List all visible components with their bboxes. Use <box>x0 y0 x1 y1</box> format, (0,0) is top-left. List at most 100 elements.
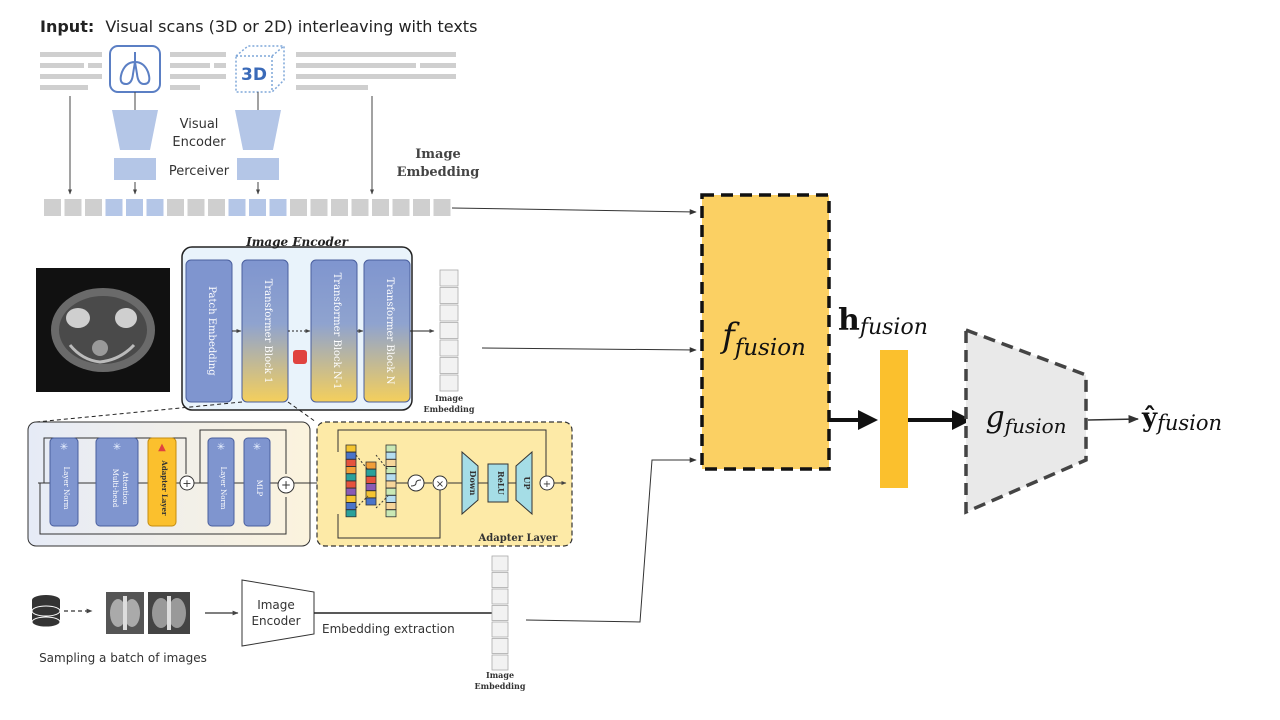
svg-text:+: + <box>182 477 191 490</box>
perceiver-label: Perceiver <box>169 164 230 179</box>
embedding-cell <box>439 304 459 322</box>
embedding-cell <box>491 638 509 654</box>
adapter-connections <box>337 429 567 539</box>
feature-cell <box>345 451 357 460</box>
feature-cell <box>345 502 357 511</box>
mri-scan-image <box>36 268 170 392</box>
multi-head-attention-block <box>95 437 139 527</box>
feature-cell <box>365 475 377 484</box>
embedding-cell <box>439 269 459 287</box>
feature-cell <box>365 483 377 492</box>
frozen-snowflake-icon: ✳ <box>60 442 68 453</box>
sampling-image-encoder <box>241 579 315 647</box>
image-token <box>228 199 246 216</box>
text-token <box>187 199 205 216</box>
y-main: ŷ <box>1141 403 1158 433</box>
fusion-module <box>700 193 831 471</box>
image-encoder-title: Image Encoder <box>245 235 349 249</box>
text-token <box>64 199 82 216</box>
embedding-cell <box>491 605 509 621</box>
image-token <box>269 199 287 216</box>
embedding-cell <box>491 555 509 572</box>
text-token <box>44 199 61 216</box>
text-token <box>208 199 225 216</box>
frozen-snowflake-icon: ✳ <box>113 442 121 453</box>
embedding-extraction-label: Embedding extraction <box>322 622 455 636</box>
text-token <box>290 199 307 216</box>
feature-cell <box>385 458 397 467</box>
xray-image-2 <box>148 592 190 634</box>
feature-cell <box>365 497 377 506</box>
feature-cell <box>385 480 397 489</box>
text-token <box>372 199 389 216</box>
sampling-encoder-label-2: Encoder <box>251 614 300 628</box>
badge-3d: 3D <box>241 65 267 85</box>
sampling-embedding-label-1: Image <box>486 670 514 680</box>
embedding-cell <box>439 322 459 339</box>
layer-norm-block-1 <box>49 437 79 527</box>
transformer-block-1-label: Transformer Block 1 <box>262 279 273 384</box>
feature-cell <box>345 480 357 489</box>
embedding-cell <box>491 621 509 638</box>
encoder-embedding-label-1: Image <box>435 393 463 403</box>
embedding-cell <box>491 572 509 588</box>
text-token <box>331 199 348 216</box>
y-fusion-label: ŷfusion <box>1141 403 1222 435</box>
text-token <box>433 199 451 216</box>
text-token <box>167 199 184 216</box>
h-fusion-label: hfusion <box>838 303 928 340</box>
visual-encoder-right <box>235 110 281 180</box>
feature-cell <box>365 468 377 477</box>
feature-cell <box>385 509 397 518</box>
fire-adapter-icon <box>293 350 307 364</box>
svg-text:×: × <box>436 479 444 490</box>
fusion-input-arrows <box>451 207 697 623</box>
g-sub: fusion <box>1003 414 1067 438</box>
lung-scan-icon <box>109 45 161 93</box>
feature-cell <box>385 473 397 482</box>
text-token <box>310 199 328 216</box>
visual-encoder-left <box>112 110 158 180</box>
sampling-embedding-label-2: Embedding <box>475 681 526 691</box>
image-embedding-label-2: Embedding <box>397 165 480 180</box>
feature-cell <box>345 494 357 503</box>
image-embedding-label-1: Image <box>415 147 461 162</box>
text-token <box>351 199 369 216</box>
feature-cell <box>345 487 357 496</box>
embedding-cell <box>491 654 509 671</box>
attention-label-2: Attention <box>121 471 129 505</box>
patch-embedding-label: Patch Embedding <box>206 286 217 376</box>
perceiver-right <box>237 158 279 180</box>
h-fusion-vector <box>880 350 908 488</box>
token-row <box>44 199 451 216</box>
detail-connections <box>38 429 331 535</box>
text-token <box>392 199 410 216</box>
svg-text:+: + <box>543 479 551 490</box>
input-title-rest: Visual scans (3D or 2D) interleaving wit… <box>105 17 477 36</box>
layer-norm-block-2 <box>207 437 235 527</box>
embedding-cell <box>491 588 509 605</box>
svg-text:+: + <box>281 478 291 492</box>
g-to-output-arrow <box>1087 414 1140 424</box>
database-icon <box>31 595 61 628</box>
residual-add-2 <box>277 476 295 494</box>
h-sub: fusion <box>858 315 928 340</box>
feature-cell <box>365 461 377 470</box>
residual-add-1 <box>179 475 195 491</box>
down-label: Down <box>468 471 478 496</box>
y-sub: fusion <box>1155 411 1222 435</box>
adapter-feature-maps <box>345 444 397 518</box>
mlp-block <box>243 437 271 527</box>
xray-image-1 <box>106 592 144 634</box>
image-token <box>105 199 123 216</box>
input-down-arrows <box>68 92 374 195</box>
zoom-lines <box>35 401 317 423</box>
cube-3d-icon: 3D <box>235 45 285 93</box>
feature-cell <box>345 444 357 453</box>
g-main: g <box>985 400 1004 435</box>
input-title-bold: Input: <box>40 17 94 36</box>
trainable-fire-icon: ▲ <box>158 442 166 453</box>
visual-encoder-label-2: Encoder <box>172 135 226 150</box>
image-token <box>249 199 266 216</box>
